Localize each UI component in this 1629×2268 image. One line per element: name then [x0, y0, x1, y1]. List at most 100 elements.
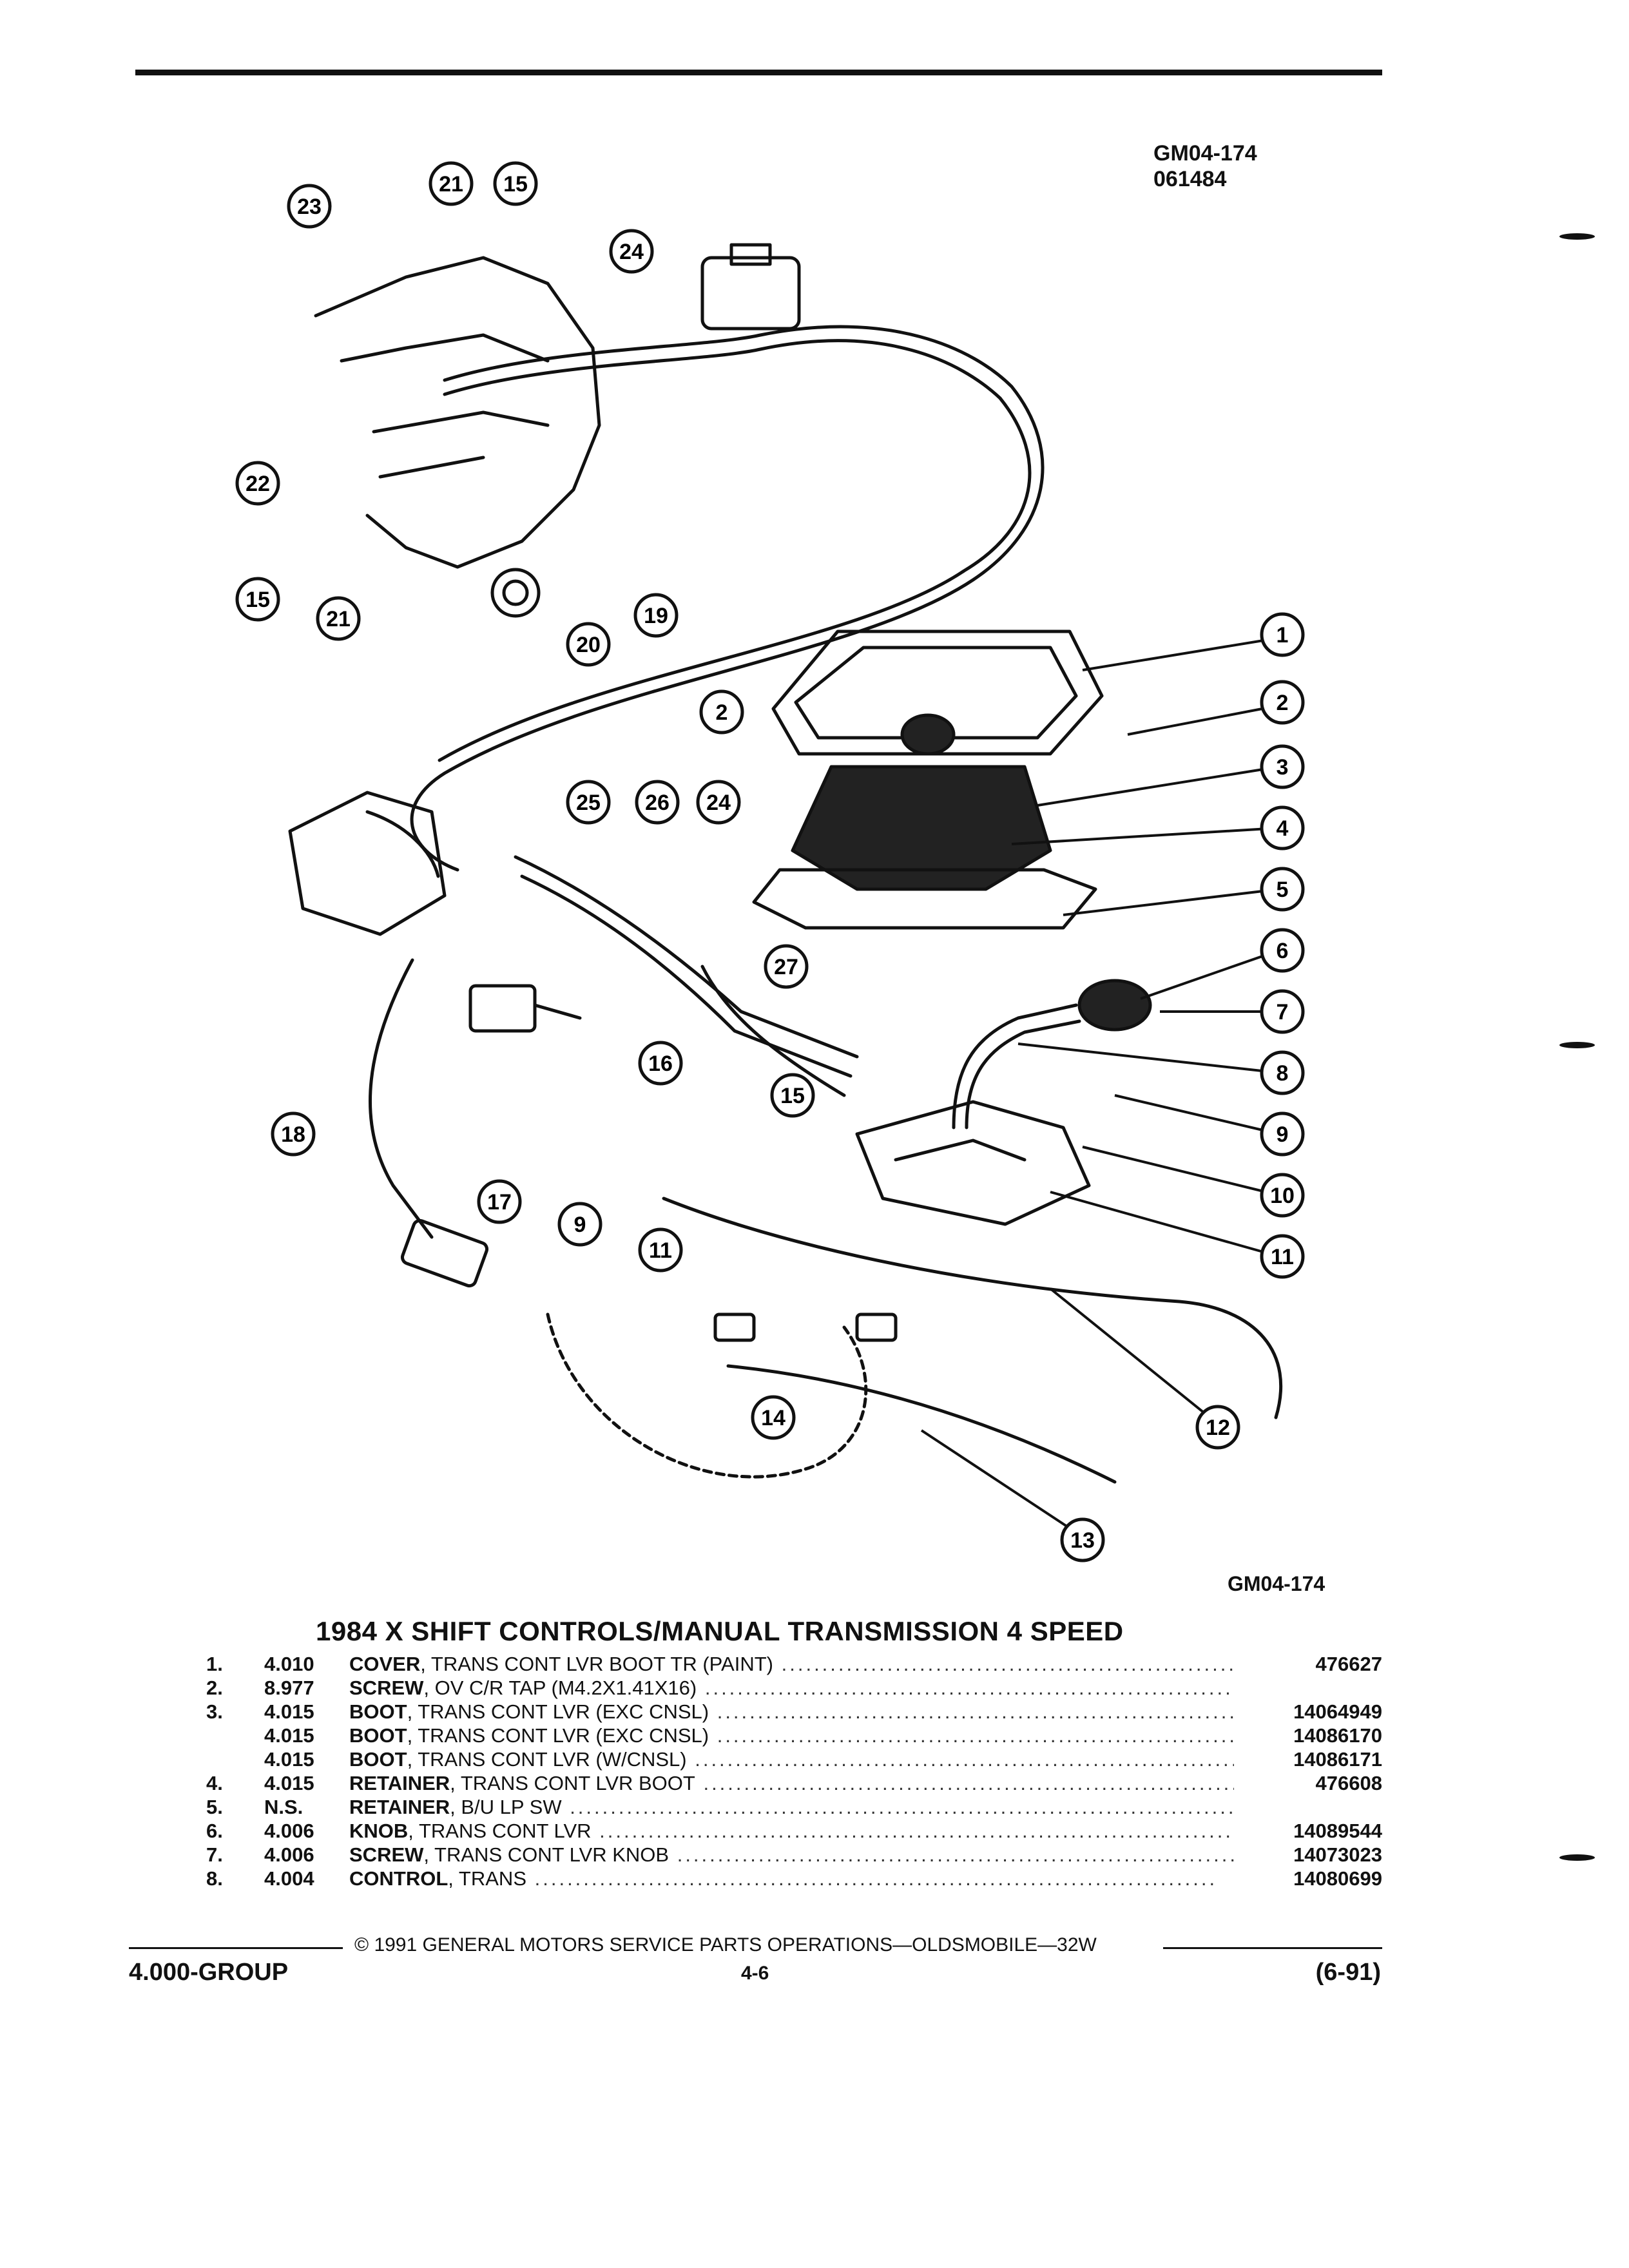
dot-leader: ........................................… — [695, 1748, 1234, 1771]
callout-26: 26 — [635, 780, 680, 825]
page-title: 1984 X SHIFT CONTROLS/MANUAL TRANSMISSIO… — [316, 1616, 1124, 1646]
svg-text:8: 8 — [1277, 1061, 1289, 1086]
dot-leader: ........................................… — [781, 1653, 1234, 1675]
group-number: N.S. — [264, 1796, 304, 1818]
svg-text:26: 26 — [645, 791, 670, 815]
callout-5: 5 — [1260, 867, 1305, 912]
item-number: 8. — [206, 1867, 223, 1890]
callout-11b: 11 — [638, 1227, 683, 1273]
dot-leader: ........................................… — [591, 1820, 1234, 1842]
dot-leader: ........................................… — [704, 1677, 1234, 1699]
callout-27: 27 — [764, 944, 809, 989]
dot-leader: ........................................… — [717, 1700, 1234, 1723]
part-description: KNOB, TRANS CONT LVR ...................… — [349, 1819, 1234, 1843]
svg-text:27: 27 — [774, 955, 798, 979]
callout-23: 23 — [287, 184, 332, 229]
footer-date: (6-91) — [1315, 1959, 1381, 1986]
group-number: 4.015 — [264, 1724, 314, 1747]
svg-text:14: 14 — [761, 1406, 786, 1430]
callout-8: 8 — [1260, 1050, 1305, 1095]
part-name: KNOB — [349, 1820, 409, 1842]
callout-21b: 21 — [316, 596, 361, 641]
part-name: BOOT — [349, 1700, 407, 1723]
figure-id: GM04-174 — [1153, 141, 1257, 166]
svg-text:9: 9 — [574, 1213, 586, 1237]
part-name: COVER — [349, 1653, 421, 1675]
svg-text:12: 12 — [1206, 1416, 1230, 1440]
svg-text:4: 4 — [1277, 816, 1289, 841]
part-number: 14086171 — [1293, 1748, 1382, 1771]
part-number: 14089544 — [1293, 1820, 1382, 1842]
group-number: 8.977 — [264, 1677, 314, 1699]
svg-text:15: 15 — [780, 1084, 805, 1108]
parts-row: 4.015 BOOT, TRANS CONT LVR (W/CNSL) .....… — [206, 1747, 1382, 1771]
footer-page-number: 4-6 — [741, 1963, 769, 1984]
svg-text:19: 19 — [644, 604, 668, 628]
svg-text:23: 23 — [297, 195, 322, 219]
callout-24b: 24 — [696, 780, 741, 825]
callout-20: 20 — [566, 622, 611, 667]
part-description: COVER, TRANS CONT LVR BOOT TR (PAINT) ..… — [349, 1652, 1234, 1676]
item-number: 2. — [206, 1677, 223, 1699]
callout-25: 25 — [566, 780, 611, 825]
svg-text:22: 22 — [246, 472, 270, 496]
item-number: 6. — [206, 1820, 223, 1842]
part-number: 14073023 — [1293, 1843, 1382, 1866]
footer-rule-left — [129, 1947, 343, 1949]
part-name: BOOT — [349, 1748, 407, 1771]
part-description: RETAINER, B/U LP SW ....................… — [349, 1795, 1234, 1819]
figure-code: 061484 — [1153, 167, 1227, 191]
parts-row: 8. 4.004 CONTROL, TRANS ..................… — [206, 1867, 1382, 1890]
callout-15: 15 — [770, 1073, 815, 1118]
part-description: CONTROL, TRANS .........................… — [349, 1867, 1234, 1890]
callout-17: 17 — [477, 1179, 522, 1224]
callout-6: 6 — [1260, 928, 1305, 973]
exploded-diagram: 1 2 3 4 5 6 7 8 9 10 11 12 13 14 15 16 1… — [235, 161, 1305, 1562]
group-number: 4.015 — [264, 1748, 314, 1771]
callout-13: 13 — [1060, 1517, 1105, 1562]
part-name: SCREW — [349, 1843, 424, 1866]
part-description: BOOT, TRANS CONT LVR (W/CNSL) ..........… — [349, 1747, 1234, 1771]
svg-text:3: 3 — [1277, 755, 1289, 780]
figure-reference: GM04-174 — [1228, 1572, 1325, 1595]
item-number: 4. — [206, 1772, 223, 1794]
dot-leader: ........................................… — [717, 1724, 1234, 1747]
group-number: 4.004 — [264, 1867, 314, 1890]
part-description: RETAINER, TRANS CONT LVR BOOT ..........… — [349, 1771, 1234, 1795]
group-number: 4.010 — [264, 1653, 314, 1675]
svg-text:21: 21 — [439, 172, 463, 197]
figure-id-block: GM04-174 061484 — [1153, 140, 1257, 192]
part-detail: , TRANS CONT LVR — [408, 1820, 592, 1842]
svg-text:21: 21 — [326, 607, 351, 631]
svg-text:25: 25 — [576, 791, 601, 815]
callout-9b: 9 — [557, 1202, 602, 1247]
svg-text:2: 2 — [1277, 691, 1289, 715]
footer-copyright: © 1991 GENERAL MOTORS SERVICE PARTS OPER… — [354, 1934, 1097, 1956]
callout-4: 4 — [1260, 805, 1305, 850]
scan-mark — [1559, 1854, 1595, 1861]
callout-10: 10 — [1260, 1173, 1305, 1218]
svg-text:9: 9 — [1277, 1122, 1289, 1147]
svg-text:15: 15 — [246, 588, 270, 612]
callout-9: 9 — [1260, 1111, 1305, 1157]
part-name: BOOT — [349, 1724, 407, 1747]
part-detail: , OV C/R TAP (M4.2X1.41X16) — [423, 1677, 697, 1699]
svg-text:6: 6 — [1277, 939, 1289, 963]
callout-14: 14 — [751, 1395, 796, 1440]
scan-mark — [1559, 233, 1595, 240]
parts-row: 5.N.S.RETAINER, B/U LP SW ..............… — [206, 1795, 1382, 1819]
part-detail: , TRANS — [448, 1867, 526, 1890]
svg-text:10: 10 — [1270, 1184, 1295, 1208]
group-number: 4.015 — [264, 1772, 314, 1794]
part-name: CONTROL — [349, 1867, 448, 1890]
callout-7: 7 — [1260, 989, 1305, 1034]
dot-leader: ........................................… — [677, 1843, 1234, 1866]
part-number: 14086170 — [1293, 1724, 1382, 1747]
svg-text:13: 13 — [1070, 1528, 1095, 1553]
